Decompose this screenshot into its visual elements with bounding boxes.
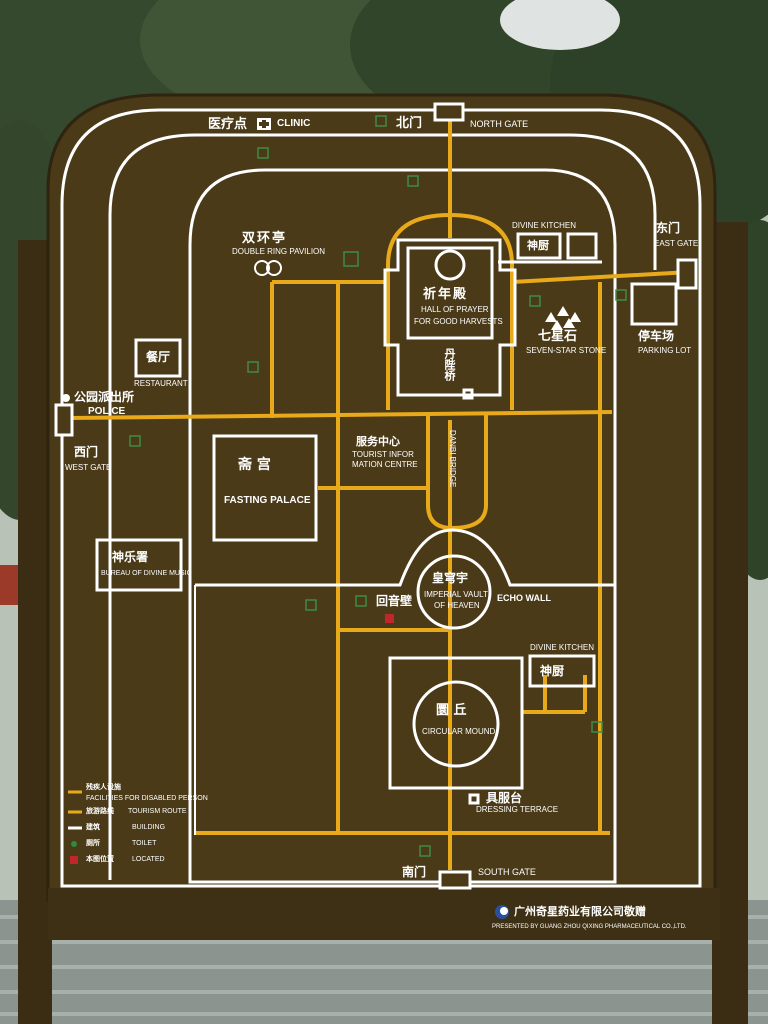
legend-disabled-en: FACILITIES FOR DISABLED PERSON (86, 795, 208, 802)
legend-toilet-en: TOILET (132, 840, 157, 847)
seven-star-stones (545, 306, 581, 330)
legend-swatches (68, 790, 82, 864)
legend-building-cn: 建筑 (86, 823, 100, 831)
west-gate-label-en: WEST GATE (65, 463, 112, 472)
boundary-walls (60, 108, 702, 888)
divine-kitchen-north-label-en: DIVINE KITCHEN (512, 221, 577, 230)
double-ring-pavilion-icon (254, 260, 282, 276)
legend-route-cn: 旅游路线 (86, 807, 114, 815)
legend-located-cn: 本图位置 (86, 855, 114, 863)
located-marker-icon (385, 614, 394, 623)
police-label-cn: 公园派出所 (74, 390, 135, 404)
divine-music-label-en: BUREAU OF DIVINE MUSIC (101, 570, 192, 577)
danbi-label-en: DANBI BRIDGE (448, 430, 457, 488)
buildings (54, 102, 698, 890)
sponsor-plaque (48, 888, 720, 940)
divine-kitchen-north-label-cn: 神厨 (527, 239, 549, 252)
clinic-label-cn: 医疗点 (208, 117, 248, 132)
restaurant-label-cn: 餐厅 (146, 350, 171, 364)
left-wall (0, 565, 20, 605)
legend-toilet-cn: 厕所 (86, 839, 100, 847)
imperial-vault-label-en1: IMPERIAL VAULT (424, 590, 488, 599)
south-gate-label-cn: 南门 (402, 865, 427, 879)
dressing-terrace-label-cn: 具服台 (486, 791, 523, 805)
circular-mound-label-en: CIRCULAR MOUND (422, 727, 496, 736)
police-icon (62, 394, 70, 402)
fasting-palace-label-en: FASTING PALACE (224, 495, 311, 506)
restaurant-label-en: RESTAURANT (134, 379, 188, 388)
legend-building-en: BUILDING (132, 824, 166, 831)
east-gate-label-en: EAST GATE (654, 239, 699, 248)
imperial-vault-label-en2: OF HEAVEN (434, 601, 480, 610)
legend-located-en: LOCATED (132, 856, 165, 863)
north-gate-label-cn: 北门 (396, 116, 423, 131)
dressing-terrace-label-en: DRESSING TERRACE (476, 805, 559, 814)
police-label-en: POLICE (88, 406, 126, 417)
north-gate-label-en: NORTH GATE (470, 119, 529, 129)
legend-disabled-cn: 残疾人设施 (86, 783, 121, 791)
tourist-center-label-en1: TOURIST INFOR (352, 450, 414, 459)
divine-kitchen-south-label-en: DIVINE KITCHEN (530, 643, 595, 652)
tourist-center-label-cn: 服务中心 (356, 435, 400, 448)
double-ring-label-en: DOUBLE RING PAVILION (232, 247, 326, 256)
parking-label-cn: 停车场 (638, 329, 675, 343)
legend-route-en: TOURISM ROUTE (128, 808, 187, 815)
double-ring-label-cn: 双环亭 (242, 231, 288, 246)
sponsor-label-en: PRESENTED BY GUANG ZHOU QIXING PHARMACEU… (492, 924, 687, 930)
divine-music-label-cn: 神乐署 (112, 550, 149, 564)
clinic-label-en: CLINIC (277, 118, 311, 129)
tourism-routes (69, 118, 691, 870)
hall-prayer-label-cn: 祈年殿 (423, 287, 469, 302)
tourist-center-label-en2: MATION CENTRE (352, 460, 418, 469)
hall-prayer-label-en2: FOR GOOD HARVESTS (414, 317, 503, 326)
west-gate-label-cn: 西门 (74, 445, 99, 459)
left-post (18, 240, 52, 1024)
echo-wall-label-cn: 回音壁 (376, 594, 413, 608)
clinic-icon (257, 118, 271, 130)
hall-prayer-label-en1: HALL OF PRAYER (421, 305, 489, 314)
divine-kitchen-south-label-cn: 神厨 (540, 664, 565, 678)
south-gate-label-en: SOUTH GATE (478, 867, 536, 877)
circular-mound-label-cn: 圜 丘 (436, 703, 467, 718)
imperial-vault-label-cn: 皇穹宇 (432, 571, 469, 585)
parking-label-en: PARKING LOT (638, 346, 692, 355)
sponsor-label-cn: 广州奇星药业有限公司敬赠 (514, 905, 646, 918)
echo-wall-label-en: ECHO WALL (497, 593, 551, 603)
map-board (46, 93, 717, 902)
danbi-label-cn: 丹陛桥 (443, 348, 456, 381)
sponsor-logo-icon (495, 905, 509, 919)
fasting-palace-label-cn: 斋 宫 (238, 457, 271, 473)
east-gate-label-cn: 东门 (656, 221, 681, 235)
seven-star-label-en: SEVEN-STAR STONE (526, 346, 607, 355)
toilet-icons (129, 115, 627, 857)
seven-star-label-cn: 七星石 (538, 329, 578, 344)
